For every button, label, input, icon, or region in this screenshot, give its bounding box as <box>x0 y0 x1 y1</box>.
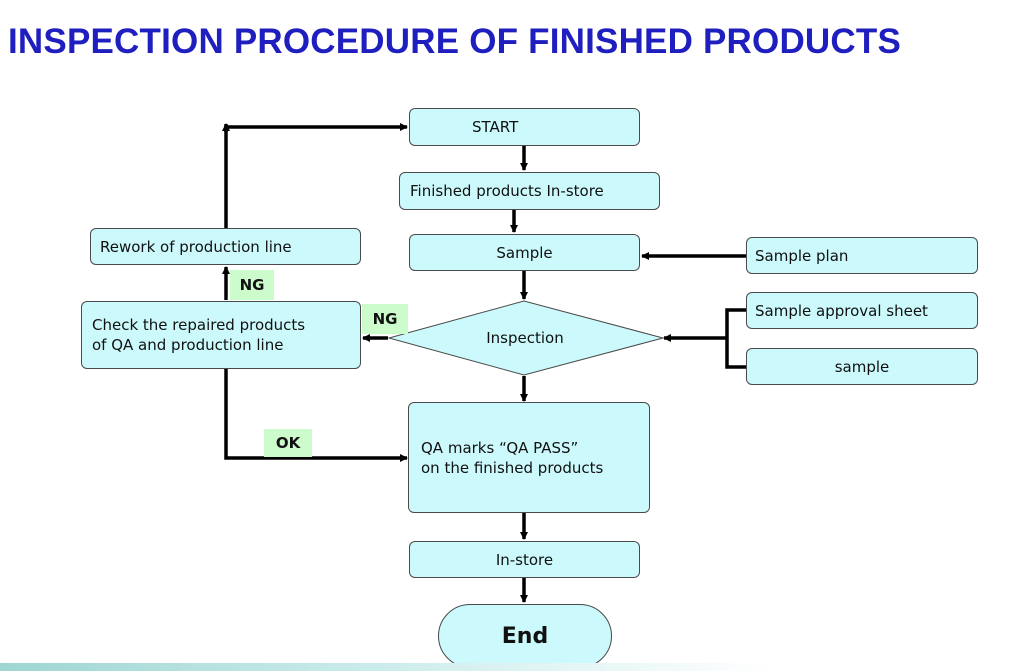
ng-tag-inspection: NG <box>362 304 408 334</box>
inspection-diamond <box>387 300 665 376</box>
sample-plan-node: Sample plan <box>746 237 978 274</box>
start-node: START <box>409 108 640 146</box>
rework-node: Rework of production line <box>90 228 361 265</box>
rework-label: Rework of production line <box>100 237 292 256</box>
finished-products-in-store-node: Finished products In-store <box>399 172 660 210</box>
sample-approval-sheet-label: Sample approval sheet <box>755 301 928 320</box>
sample-item-label: sample <box>834 357 890 376</box>
qa-marks-line2: on the finished products <box>421 458 604 477</box>
in-store-node: In-store <box>409 541 640 578</box>
in-store-label: In-store <box>495 550 554 569</box>
check-repaired-node: Check the repaired products of QA and pr… <box>81 301 361 369</box>
start-label: START <box>472 118 519 136</box>
finished-products-in-store-label: Finished products In-store <box>410 182 604 200</box>
sample-item-node: sample <box>746 348 978 385</box>
end-label: End <box>501 623 549 649</box>
page-title: INSPECTION PROCEDURE OF FINISHED PRODUCT… <box>8 22 901 61</box>
qa-marks-line1: QA marks “QA PASS” <box>421 438 579 457</box>
check-repaired-line1: Check the repaired products <box>92 316 306 334</box>
check-repaired-line2: of QA and production line <box>92 336 284 354</box>
sample-approval-sheet-node: Sample approval sheet <box>746 292 978 329</box>
ok-tag: OK <box>264 429 312 457</box>
ng-tag-check: NG <box>230 270 274 300</box>
qa-marks-node: QA marks “QA PASS” on the finished produ… <box>408 402 650 513</box>
sample-node: Sample <box>409 234 640 271</box>
sample-label: Sample <box>496 243 553 262</box>
sample-plan-label: Sample plan <box>755 246 849 265</box>
end-node: End <box>438 604 612 668</box>
inspection-label: Inspection <box>486 329 564 347</box>
footer-gradient-bar <box>0 663 1029 671</box>
